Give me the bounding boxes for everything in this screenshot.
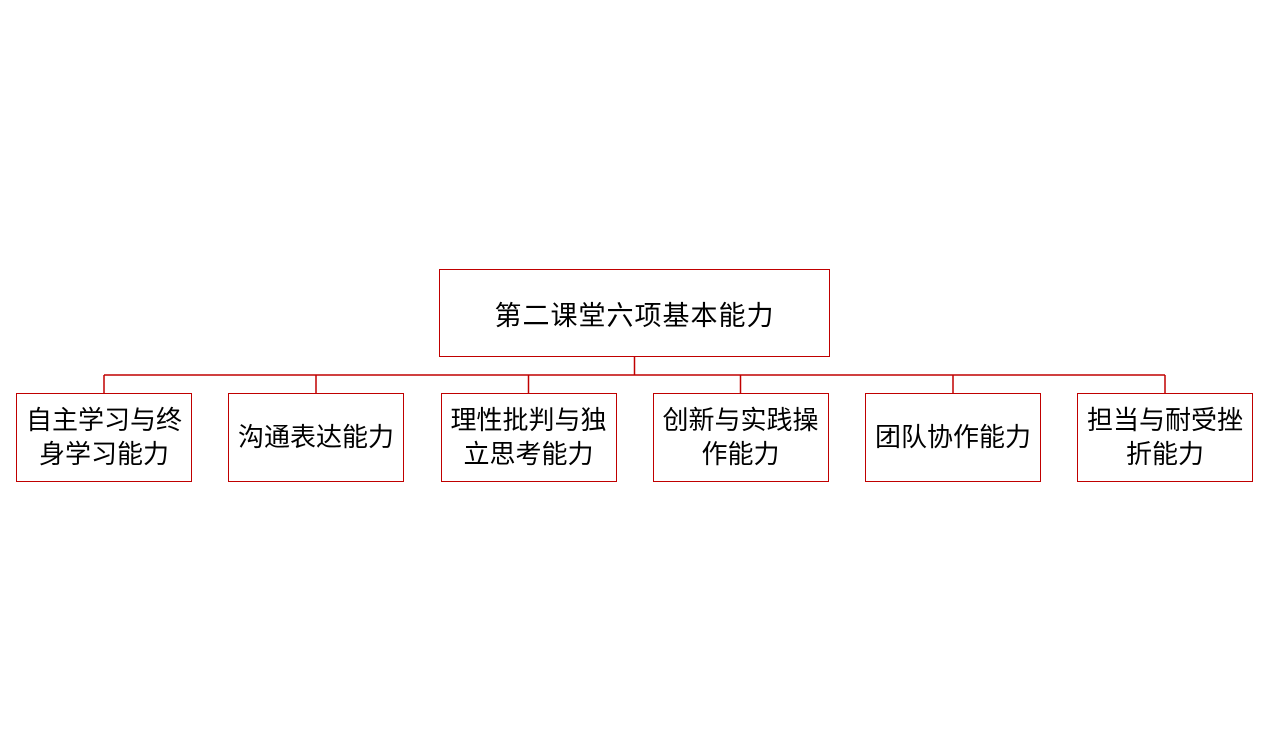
child-node-self-learning: 自主学习与终身学习能力 [16, 393, 192, 482]
child-node-critical-thinking: 理性批判与独立思考能力 [440, 393, 617, 482]
root-node: 第二课堂六项基本能力 [439, 269, 830, 357]
child-node-innovation-practice: 创新与实践操作能力 [652, 393, 829, 482]
root-node-label: 第二课堂六项基本能力 [494, 300, 775, 332]
child-node-label: 担当与耐受挫折能力 [1086, 405, 1243, 470]
child-node-label: 理性批判与独立思考能力 [450, 405, 607, 470]
child-node-teamwork: 团队协作能力 [865, 393, 1041, 482]
child-node-label: 自主学习与终身学习能力 [25, 405, 182, 470]
child-node-label: 沟通表达能力 [237, 422, 394, 453]
child-node-label: 团队协作能力 [874, 422, 1031, 453]
child-node-resilience: 担当与耐受挫折能力 [1077, 393, 1253, 482]
child-node-communication: 沟通表达能力 [228, 393, 404, 482]
child-node-label: 创新与实践操作能力 [662, 405, 819, 470]
